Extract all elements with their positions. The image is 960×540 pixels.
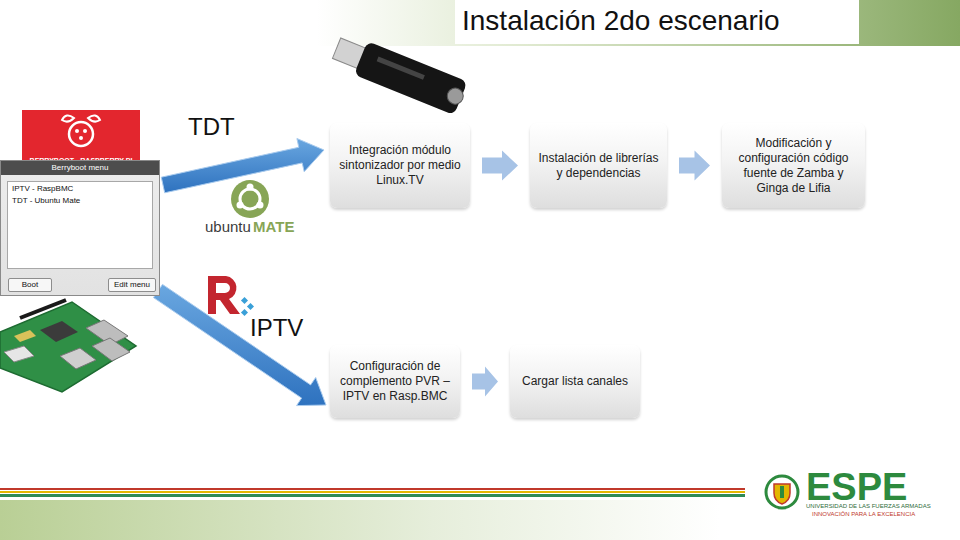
branch-arrow (154, 284, 327, 405)
tuner-body (354, 41, 468, 115)
raspberry-berry (69, 122, 93, 146)
logo-dot (257, 202, 264, 209)
connector (14, 330, 36, 342)
menu-item: IPTV - RaspBMC (12, 184, 73, 194)
stripe-red (0, 488, 745, 490)
bottom-band (0, 500, 960, 540)
slide-title: Instalación 2do escenario (462, 5, 780, 37)
step-arrow (472, 367, 498, 397)
raspbmc-dot (241, 309, 248, 316)
branch-arrow (161, 139, 324, 193)
list-frame (7, 181, 153, 269)
raspberry-pi-board (0, 300, 136, 392)
stripe-green (0, 494, 745, 497)
logo-disc (231, 180, 269, 218)
berryboot-banner (22, 110, 140, 166)
usb-tuner (330, 31, 470, 115)
emblem-shield (774, 484, 790, 504)
ethernet-port (60, 348, 96, 369)
ubuntu-mate-logo (231, 180, 269, 218)
raspbmc-dot (247, 303, 254, 310)
process-text: Integración módulo sintonizador por medi… (338, 143, 462, 188)
process-box: Configuración de complemento PVR – IPTV … (330, 345, 460, 418)
hdmi-port (4, 346, 34, 362)
pcb (0, 302, 136, 392)
logo-tagline: INNOVACIÓN PARA LA EXCELENCIA (812, 511, 915, 518)
banner-ground (22, 110, 140, 166)
chip (40, 321, 78, 342)
process-box: Cargar lista canales (510, 345, 640, 418)
raspbmc-logo (208, 276, 254, 316)
button: Edit menu (108, 278, 156, 292)
menu-item: TDT - Ubuntu Mate (12, 196, 80, 206)
logo-word: MATE (253, 218, 294, 235)
stripe-yellow (0, 491, 745, 493)
process-text: Modificación y configuración código fuen… (730, 136, 857, 196)
raspberry-seed (79, 136, 83, 140)
process-box: Modificación y configuración código fuen… (722, 123, 865, 208)
boot-menu-window: Berryboot menuIPTV - RaspBMC TDT - Ubuntu… (0, 160, 160, 296)
raspberry-seed (75, 129, 79, 133)
raspberry-seed (83, 129, 87, 133)
emblem-bar (780, 486, 784, 498)
gpio-header (20, 300, 66, 318)
raspbmc-dot (241, 297, 248, 304)
process-text: Instalación de librerías y dependencias (538, 151, 659, 181)
raspbmc-r (208, 276, 240, 314)
usb-port (92, 338, 130, 361)
logo-dot (247, 184, 254, 191)
espe-emblem (766, 476, 798, 508)
emblem-ring (766, 476, 798, 508)
process-text: Cargar lista canales (522, 374, 628, 389)
branch-label: IPTV (250, 314, 303, 342)
logo-word: ubuntu (205, 218, 251, 235)
process-box: Instalación de librerías y dependencias (530, 123, 667, 208)
process-text: Configuración de complemento PVR – IPTV … (338, 359, 452, 404)
window-title: Berryboot menu (1, 163, 159, 173)
top-band (0, 0, 960, 46)
button: Boot (8, 278, 52, 292)
logo-tagline: UNIVERSIDAD DE LAS FUERZAS ARMADAS (806, 503, 931, 510)
banner-box: BERRYBOOT - RASPBERRY PI (22, 110, 140, 166)
title-panel (455, 0, 859, 44)
process-box: Integración módulo sintonizador por medi… (330, 123, 470, 208)
step-arrow (679, 151, 710, 181)
antenna-connector (445, 86, 466, 107)
branch-label: TDT (188, 113, 235, 141)
raspberry-leaves (62, 115, 100, 121)
tuner-mark (377, 56, 425, 79)
logo-dot (237, 202, 244, 209)
step-arrow (482, 151, 518, 181)
